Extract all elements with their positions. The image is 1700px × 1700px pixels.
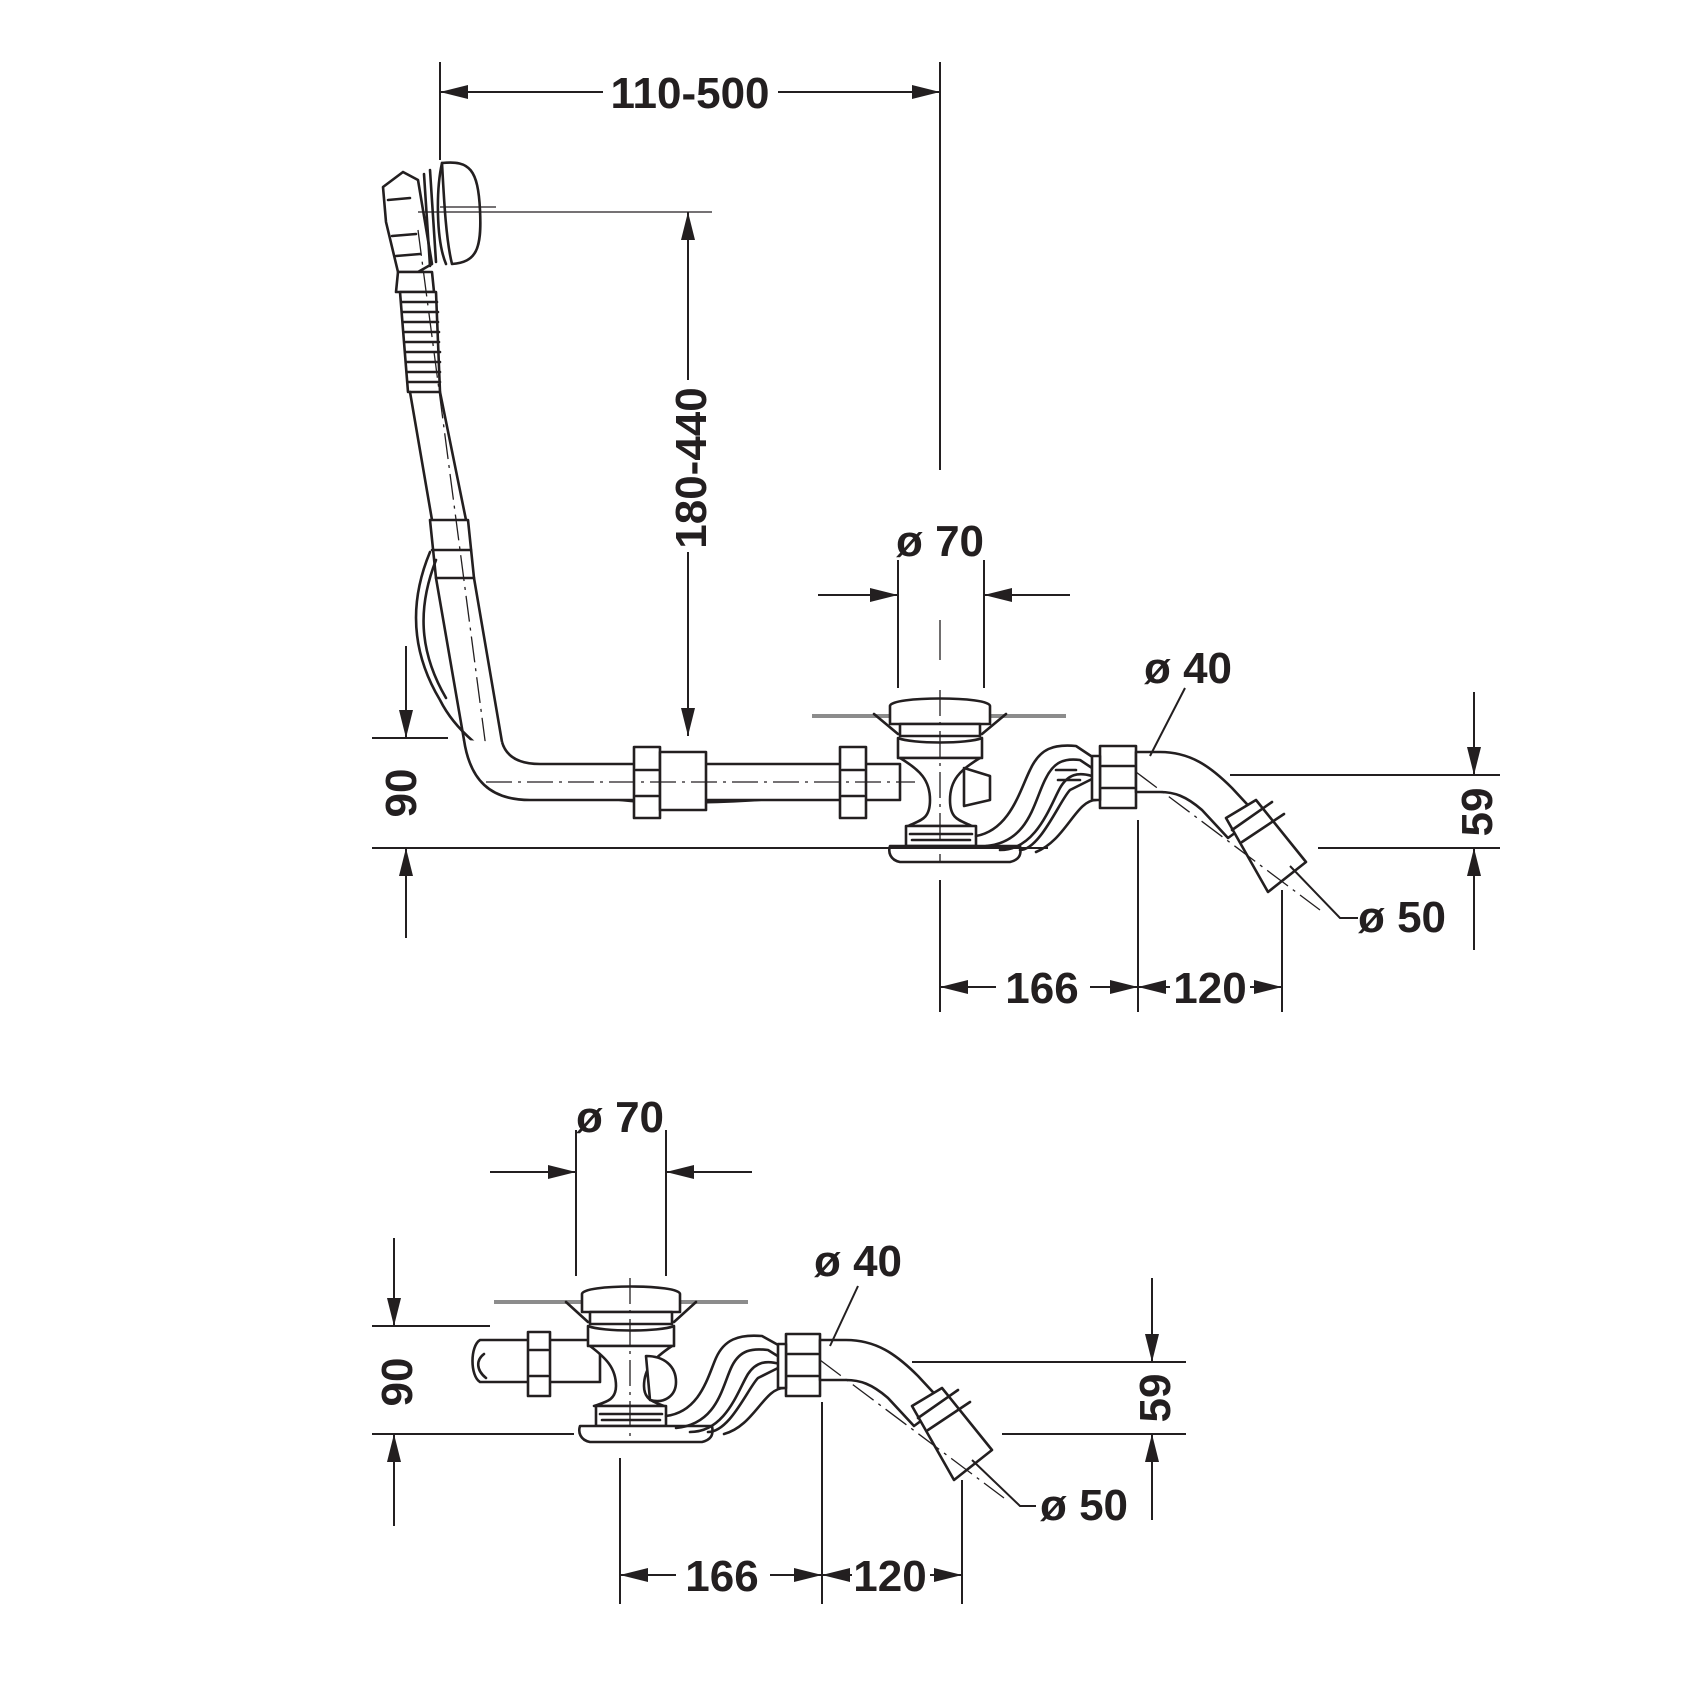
bottom-view-drawing: ø 70 ø 40 ø 50 90 59 166 120 — [372, 1093, 1186, 1604]
dim-outlet-diameter-label: ø 50 — [1358, 893, 1446, 942]
dim-bend-to-outlet-label: 120 — [1173, 964, 1246, 1013]
dim-waste-pipe-diameter-label: ø 40 — [814, 1237, 902, 1286]
drain-fitting — [872, 690, 1022, 864]
overflow-head — [381, 161, 712, 274]
dim-trap-height-label: 90 — [377, 769, 426, 818]
dim-drain-diameter-label: ø 70 — [576, 1093, 664, 1142]
dim-outlet-height-label: 59 — [1131, 1374, 1180, 1423]
horizontal-pipe — [462, 739, 915, 820]
dimension-lines-top — [372, 62, 1500, 1012]
dim-trap-height-label: 90 — [373, 1358, 422, 1407]
drain-fitting — [564, 1278, 714, 1444]
overflow-tube — [394, 229, 852, 804]
dim-bend-to-outlet-label: 120 — [853, 1552, 926, 1601]
dim-outlet-diameter-label: ø 50 — [1040, 1481, 1128, 1530]
outlet-bend — [1090, 744, 1321, 911]
dim-height-range-label: 180-440 — [667, 387, 716, 548]
dim-drain-to-bend-label: 166 — [1005, 964, 1078, 1013]
outlet-bend — [776, 1332, 1005, 1499]
dimension-lines-bottom — [372, 1130, 1186, 1604]
dim-outlet-height-label: 59 — [1453, 788, 1502, 837]
dim-waste-pipe-diameter-label: ø 40 — [1144, 644, 1232, 693]
dim-drain-diameter-label: ø 70 — [896, 517, 984, 566]
dim-drain-to-bend-label: 166 — [685, 1552, 758, 1601]
inlet-pipe-stub — [471, 1330, 602, 1398]
waste-arm — [664, 1334, 786, 1436]
waste-arm — [974, 744, 1100, 854]
top-view-drawing: 110-500 180-440 ø 70 ø 40 ø 50 90 59 166… — [372, 62, 1502, 1013]
dim-width-range-label: 110-500 — [610, 69, 769, 118]
